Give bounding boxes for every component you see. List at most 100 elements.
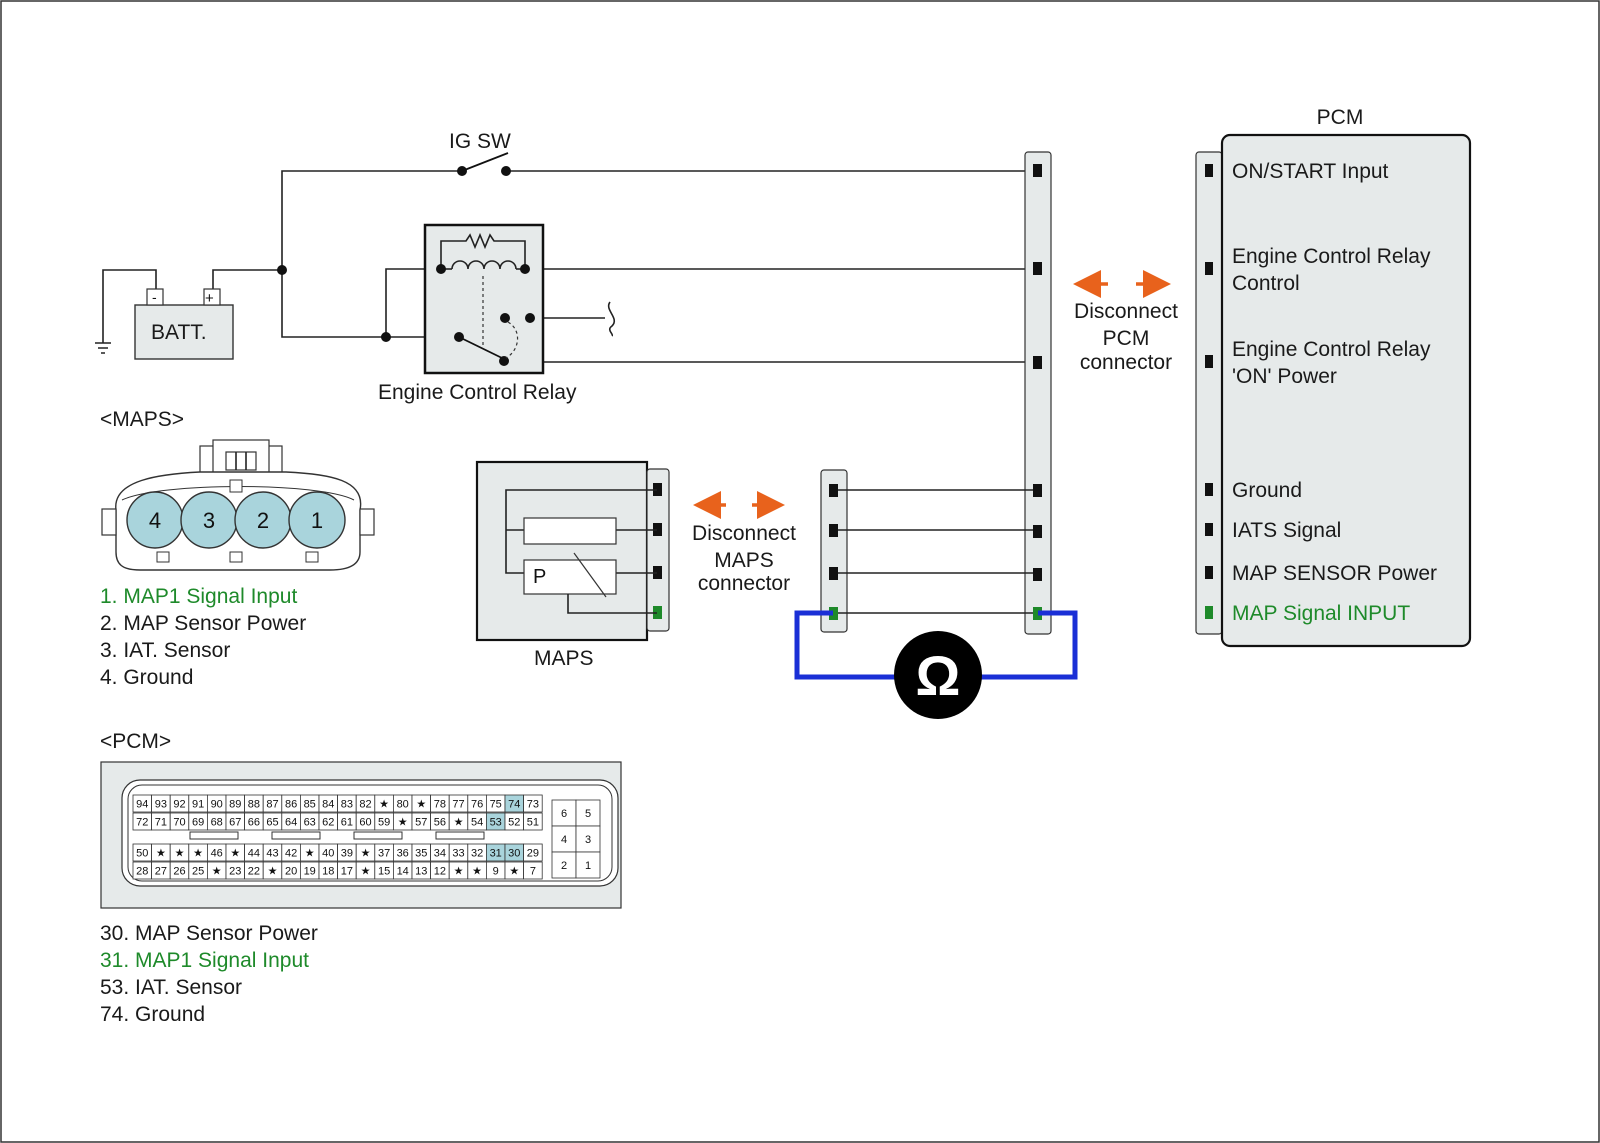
pcm-terminal-cell: [523, 794, 543, 813]
pcm-terminal-number: 27: [155, 866, 167, 878]
disconnect-maps-line2: MAPS: [714, 549, 774, 572]
pcm-terminal-number: 70: [173, 817, 185, 829]
pcm-terminal-number: 40: [322, 848, 334, 860]
pcm-terminal-number: 20: [285, 866, 297, 878]
pcm-terminal-number: 23: [229, 866, 241, 878]
pcm-terminal-number: 68: [211, 817, 223, 829]
pcm-terminal-number: 43: [266, 848, 278, 860]
pcm-aux-cell: [575, 851, 601, 879]
pcm-terminal-number: 76: [471, 799, 483, 811]
pcm-terminal-number: 87: [266, 799, 278, 811]
pcm-terminal-number: ★: [230, 848, 240, 860]
pcm-terminal-number: 66: [248, 817, 260, 829]
maps-pin-number: 3: [203, 508, 215, 533]
pcm-terminal-number: 90: [211, 799, 223, 811]
pcm-terminal-number: 83: [341, 799, 353, 811]
disconnect-maps-line3: connector: [698, 572, 790, 595]
pcm-terminal-number: 82: [359, 799, 371, 811]
disconnect-pcm-line2: PCM: [1103, 327, 1150, 350]
pcm-terminal-number: ★: [156, 848, 166, 860]
pcm-terminal-number: 86: [285, 799, 297, 811]
pcm-terminal-number: ★: [509, 866, 519, 878]
pcm-pin-terminal: [1205, 483, 1213, 496]
pcm-terminal-number: 34: [434, 848, 446, 860]
pcm-terminal-number: 19: [304, 866, 316, 878]
pcm-terminal-number: 22: [248, 866, 260, 878]
pcm-pin-label: Engine Control Relay: [1232, 245, 1431, 268]
ohmmeter: Ω: [794, 610, 1078, 719]
pcm-terminal-number: 7: [530, 866, 536, 878]
junction-dot: [277, 265, 287, 275]
pcm-terminal-number: ★: [379, 799, 389, 811]
pcm-terminal-cell: [523, 812, 543, 831]
pcm-pin-terminal: [1205, 355, 1213, 368]
batt-minus: -: [152, 289, 157, 305]
maps-legend-item: 4. Ground: [100, 666, 193, 689]
pcm-terminal-number: ★: [472, 866, 482, 878]
pcm-terminal-number: 60: [359, 817, 371, 829]
maps-pin-1: [288, 491, 346, 549]
pcm-pin-label: Engine Control Relay: [1232, 338, 1431, 361]
pcm-pin-label: MAP Signal INPUT: [1232, 602, 1410, 625]
pcm-terminal-number: 44: [248, 848, 260, 860]
pcm-terminal-number: 15: [378, 866, 390, 878]
pcm-title: PCM: [1317, 106, 1364, 129]
pcm-terminal-number: 84: [322, 799, 334, 811]
pcm-aux-cell: [575, 799, 601, 827]
disconnect-pcm-line1: Disconnect: [1074, 300, 1178, 323]
pcm-terminal-number: ★: [398, 817, 408, 829]
pcm-terminal-number: 37: [378, 848, 390, 860]
pcm-terminal-number: 94: [136, 799, 148, 811]
pcm-terminal-number: 46: [211, 848, 223, 860]
pcm-terminal-number: 72: [136, 817, 148, 829]
batt-plus: +: [205, 290, 214, 307]
pcm-terminal-number: 64: [285, 817, 297, 829]
pcm-terminal-number: 93: [155, 799, 167, 811]
pcm-terminal-number: ★: [175, 848, 185, 860]
pcm-legend-item: 74. Ground: [100, 1003, 205, 1026]
engine-control-relay: Engine Control Relay: [378, 223, 577, 404]
maps-harness-connector: [820, 469, 1033, 633]
maps-label: MAPS: [534, 647, 594, 670]
disconnect-pcm-line3: connector: [1080, 351, 1172, 374]
pcm-terminal-number: 63: [304, 817, 316, 829]
pcm-terminal-number: 32: [471, 848, 483, 860]
pcm-terminal-number: ★: [212, 866, 222, 878]
disconnect-maps-line1: Disconnect: [692, 522, 796, 545]
pcm-pin-terminal: [1205, 262, 1213, 275]
pcm-terminal-number: 13: [415, 866, 427, 878]
pcm-pin-label: Control: [1232, 272, 1300, 295]
pcm-pin-label: IATS Signal: [1232, 519, 1341, 542]
pcm-pin-terminal: [1205, 566, 1213, 579]
pcm-terminal-number: 25: [192, 866, 204, 878]
pcm-terminal-number: 57: [415, 817, 427, 829]
pcm-terminal-number: 29: [527, 848, 539, 860]
pcm-terminal-number: 14: [397, 866, 409, 878]
pcm-terminal-number: ★: [305, 848, 315, 860]
maps-sensor: P MAPS: [475, 460, 670, 670]
pcm-terminal-number: 26: [173, 866, 185, 878]
pcm-connector-title: <PCM>: [100, 730, 171, 753]
pcm-terminal-number: 65: [266, 817, 278, 829]
maps-pin-number: 2: [257, 508, 269, 533]
pcm-terminal-number: 73: [527, 799, 539, 811]
pcm-pin-terminal: [1205, 606, 1213, 619]
pcm-terminal-number: 77: [452, 799, 464, 811]
pcm-terminal-number: 42: [285, 848, 297, 860]
maps-pin-number: 4: [149, 508, 161, 533]
pcm-terminal-number: ★: [193, 848, 203, 860]
pcm-aux-number: 3: [585, 834, 591, 846]
pcm-aux-number: 5: [585, 808, 591, 820]
pcm-terminal-number: 12: [434, 866, 446, 878]
pcm-terminal-number: 75: [490, 799, 502, 811]
pcm-aux-number: 1: [585, 860, 591, 872]
disconnect-pcm-note: Disconnect PCM connector: [1073, 270, 1178, 374]
pcm-aux-cell: [575, 825, 601, 853]
pcm-terminal-number: 71: [155, 817, 167, 829]
pcm-terminal-number: 18: [322, 866, 334, 878]
pcm-terminal-cell: [523, 861, 543, 880]
ohm-symbol: Ω: [916, 644, 961, 707]
pcm-legend-item: 53. IAT. Sensor: [100, 976, 242, 999]
